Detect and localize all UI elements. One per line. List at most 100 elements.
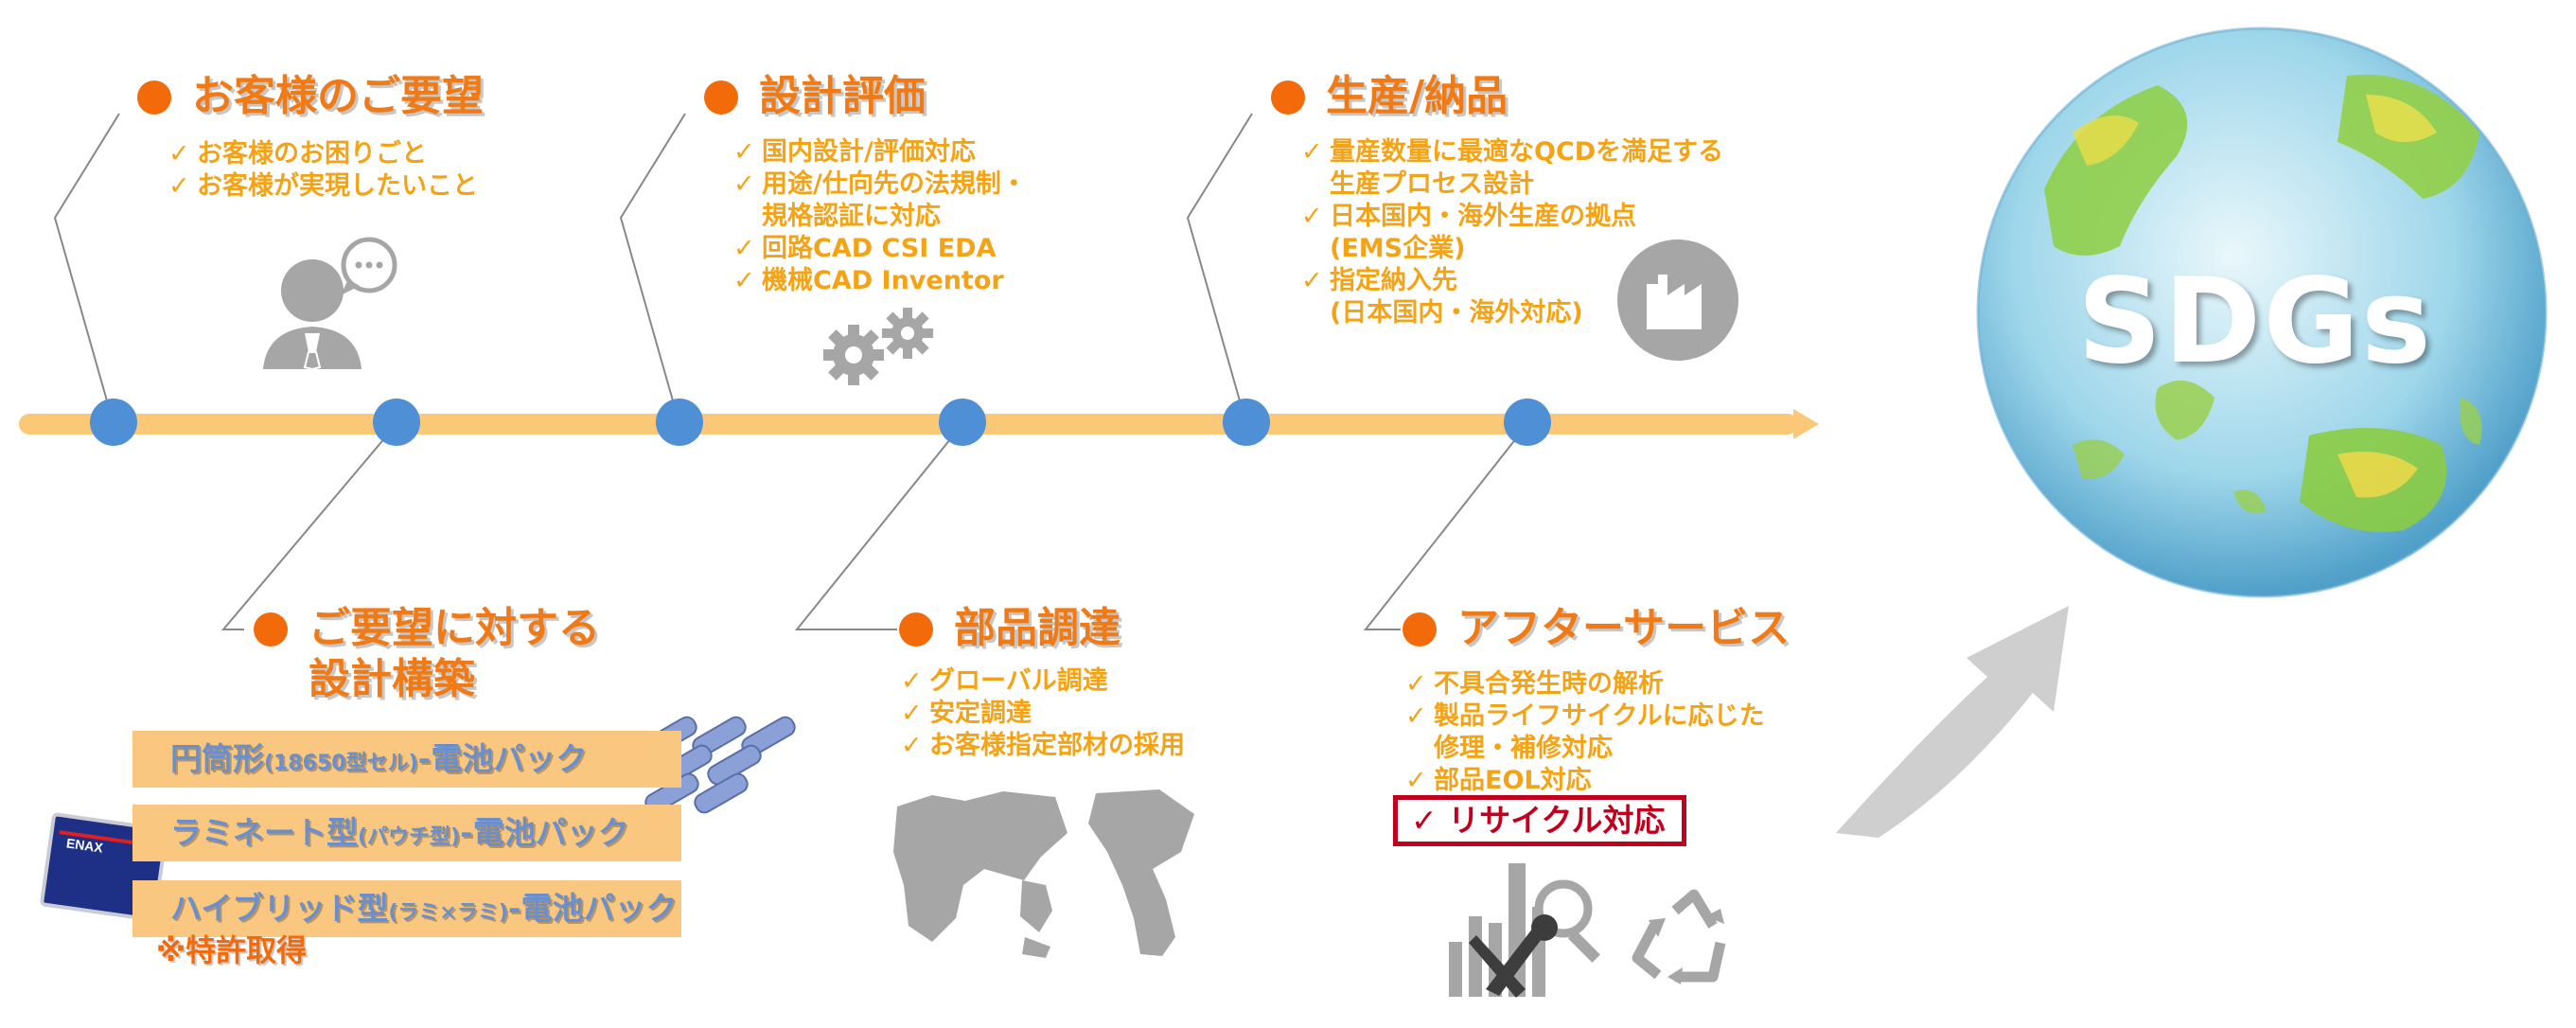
list-item-text: 部品EOL対応 — [1434, 766, 1592, 795]
stage-title-text: ご要望に対する — [309, 604, 600, 652]
stage-production-title: 生産/納品 — [1271, 71, 1508, 122]
check-icon: ✓ — [733, 169, 755, 199]
bullet-dot — [899, 612, 933, 647]
bullet-dot — [1403, 612, 1437, 647]
pack-option-bar — [132, 731, 681, 788]
bullet-dot — [704, 80, 738, 115]
timeline-node — [656, 399, 703, 446]
list-item-text: グローバル調達 — [929, 666, 1108, 696]
list-item: ✓お客様が実現したいこと — [168, 170, 478, 203]
list-item-text: お客様のお困りごと — [197, 139, 427, 168]
list-item-text: 回路CAD CSI EDA — [762, 234, 997, 263]
factory-icon — [1617, 239, 1738, 361]
stage-title-text: 生産/納品 — [1326, 72, 1509, 120]
list-item: ✓製品ライフサイクルに応じた 修理・補修対応 — [1405, 700, 1765, 765]
timeline-node — [373, 399, 420, 446]
pack-suffix: -電池パック — [417, 740, 588, 777]
stage-title-text: アフターサービス — [1457, 604, 1791, 652]
check-icon: ✓ — [733, 234, 755, 263]
list-item: ✓不具合発生時の解析 — [1405, 668, 1765, 700]
list-item-text: お客様が実現したいこと — [197, 171, 478, 201]
list-item: ✓国内設計/評価対応 — [733, 136, 1027, 168]
recycle-icon — [1632, 889, 1726, 984]
bullet-dot — [254, 612, 288, 647]
timeline-node — [1223, 399, 1270, 446]
list-item: ✓用途/仕向先の法規制・ 規格認証に対応 — [733, 168, 1027, 233]
list-item-text: 安定調達 — [929, 699, 1032, 728]
customer-request-list: ✓お客様のお困りごと ✓お客様が実現したいこと — [168, 138, 478, 203]
list-item: ✓お客様指定部材の採用 — [901, 730, 1185, 762]
list-item: ✓グローバル調達 — [901, 665, 1185, 698]
patent-note: ※特許取得 — [156, 932, 308, 968]
list-item: ✓機械CAD Inventor — [733, 265, 1027, 297]
list-item-text: 指定納入先 (日本国内・海外対応) — [1330, 266, 1583, 328]
check-icon: ✓ — [1301, 137, 1323, 167]
list-item: ✓日本国内・海外生産の拠点 (EMS企業) — [1301, 201, 1723, 265]
pack-subtype: (パウチ型) — [358, 825, 461, 849]
timeline-node — [939, 399, 986, 446]
analysis-tools-icon — [1449, 863, 1600, 998]
check-icon: ✓ — [901, 731, 923, 760]
stage-design-proposal-title: ご要望に対する 設計構築 — [254, 603, 600, 705]
check-icon: ✓ — [1301, 266, 1323, 295]
pack-suffix: -電池パック — [460, 814, 629, 851]
pack-name: ハイブリッド型 — [170, 890, 389, 927]
stage-design-eval-title: 設計評価 — [704, 71, 926, 122]
list-item-text: 機械CAD Inventor — [762, 266, 1004, 295]
globe-illustration — [1976, 27, 2548, 598]
pack-name: ラミネート型 — [170, 814, 358, 851]
pack-suffix: -電池パック — [507, 890, 678, 927]
list-item: ✓指定納入先 (日本国内・海外対応) — [1301, 265, 1723, 329]
list-item-text: 不具合発生時の解析 — [1434, 669, 1664, 699]
list-item: ✓安定調達 — [901, 698, 1185, 730]
check-icon: ✓ — [168, 139, 190, 168]
design-eval-list: ✓国内設計/評価対応 ✓用途/仕向先の法規制・ 規格認証に対応 ✓回路CAD C… — [733, 136, 1027, 297]
stage-after-service-title: アフターサービス — [1403, 603, 1790, 654]
stage-title-text: 設計評価 — [759, 72, 926, 120]
list-item-text: 日本国内・海外生産の拠点 (EMS企業) — [1330, 202, 1636, 263]
bullet-dot — [1271, 80, 1305, 115]
stage-customer-request-title: お客様のご要望 — [137, 71, 484, 122]
timeline-arrow — [19, 409, 1819, 439]
list-item-text: お客様指定部材の採用 — [929, 731, 1185, 760]
customer-icon — [263, 237, 397, 371]
sdgs-label: SDGs — [2077, 254, 2433, 390]
bullet-dot — [137, 80, 171, 115]
check-icon: ✓ — [1405, 701, 1427, 731]
check-icon: ✓ — [168, 171, 190, 201]
list-item-text: 用途/仕向先の法規制・ 規格認証に対応 — [762, 169, 1027, 231]
check-icon: ✓ — [901, 666, 923, 696]
timeline-nodes — [90, 399, 1551, 446]
timeline-node — [90, 399, 137, 446]
list-item-text: 製品ライフサイクルに応じた 修理・補修対応 — [1434, 701, 1765, 763]
world-map-icon — [893, 789, 1194, 958]
pack-option-bar — [132, 805, 681, 861]
list-item-text: 量産数量に最適なQCDを満足する 生産プロセス設計 — [1330, 137, 1724, 199]
list-item: ✓部品EOL対応 — [1405, 765, 1765, 797]
check-icon: ✓ — [1405, 766, 1427, 795]
pack-option-cylindrical: 円筒形(18650型セル)-電池パック — [170, 740, 587, 783]
list-item-text: 国内設計/評価対応 — [762, 137, 976, 167]
check-icon: ✓ — [733, 266, 755, 295]
list-item: ✓量産数量に最適なQCDを満足する 生産プロセス設計 — [1301, 136, 1723, 201]
pack-option-bar — [132, 880, 681, 937]
recycle-highlight: ✓ リサイクル対応 — [1393, 795, 1686, 846]
after-service-list: ✓不具合発生時の解析 ✓製品ライフサイクルに応じた 修理・補修対応 ✓部品EOL… — [1405, 668, 1765, 797]
stage-title-text: 部品調達 — [954, 604, 1120, 652]
procurement-list: ✓グローバル調達 ✓安定調達 ✓お客様指定部材の採用 — [901, 665, 1185, 762]
stage-procurement-title: 部品調達 — [899, 603, 1120, 654]
check-icon: ✓ — [1405, 669, 1427, 699]
stage-title-text: 設計構築 — [309, 655, 475, 703]
gears-icon — [823, 308, 933, 385]
pack-subtype: (ラミ×ラミ) — [388, 901, 508, 925]
pack-name: 円筒形 — [170, 740, 264, 777]
pack-subtype: (18650型セル) — [264, 752, 418, 775]
pack-option-laminate: ラミネート型(パウチ型)-電池パック — [170, 814, 629, 857]
check-icon: ✓ — [733, 137, 755, 167]
list-item: ✓お客様のお困りごと — [168, 138, 478, 170]
battery-cells-icon — [643, 716, 796, 814]
connector-lines — [53, 113, 1528, 630]
production-list: ✓量産数量に最適なQCDを満足する 生産プロセス設計 ✓日本国内・海外生産の拠点… — [1301, 136, 1723, 329]
pack-option-hybrid: ハイブリッド型(ラミ×ラミ)-電池パック — [170, 890, 678, 932]
